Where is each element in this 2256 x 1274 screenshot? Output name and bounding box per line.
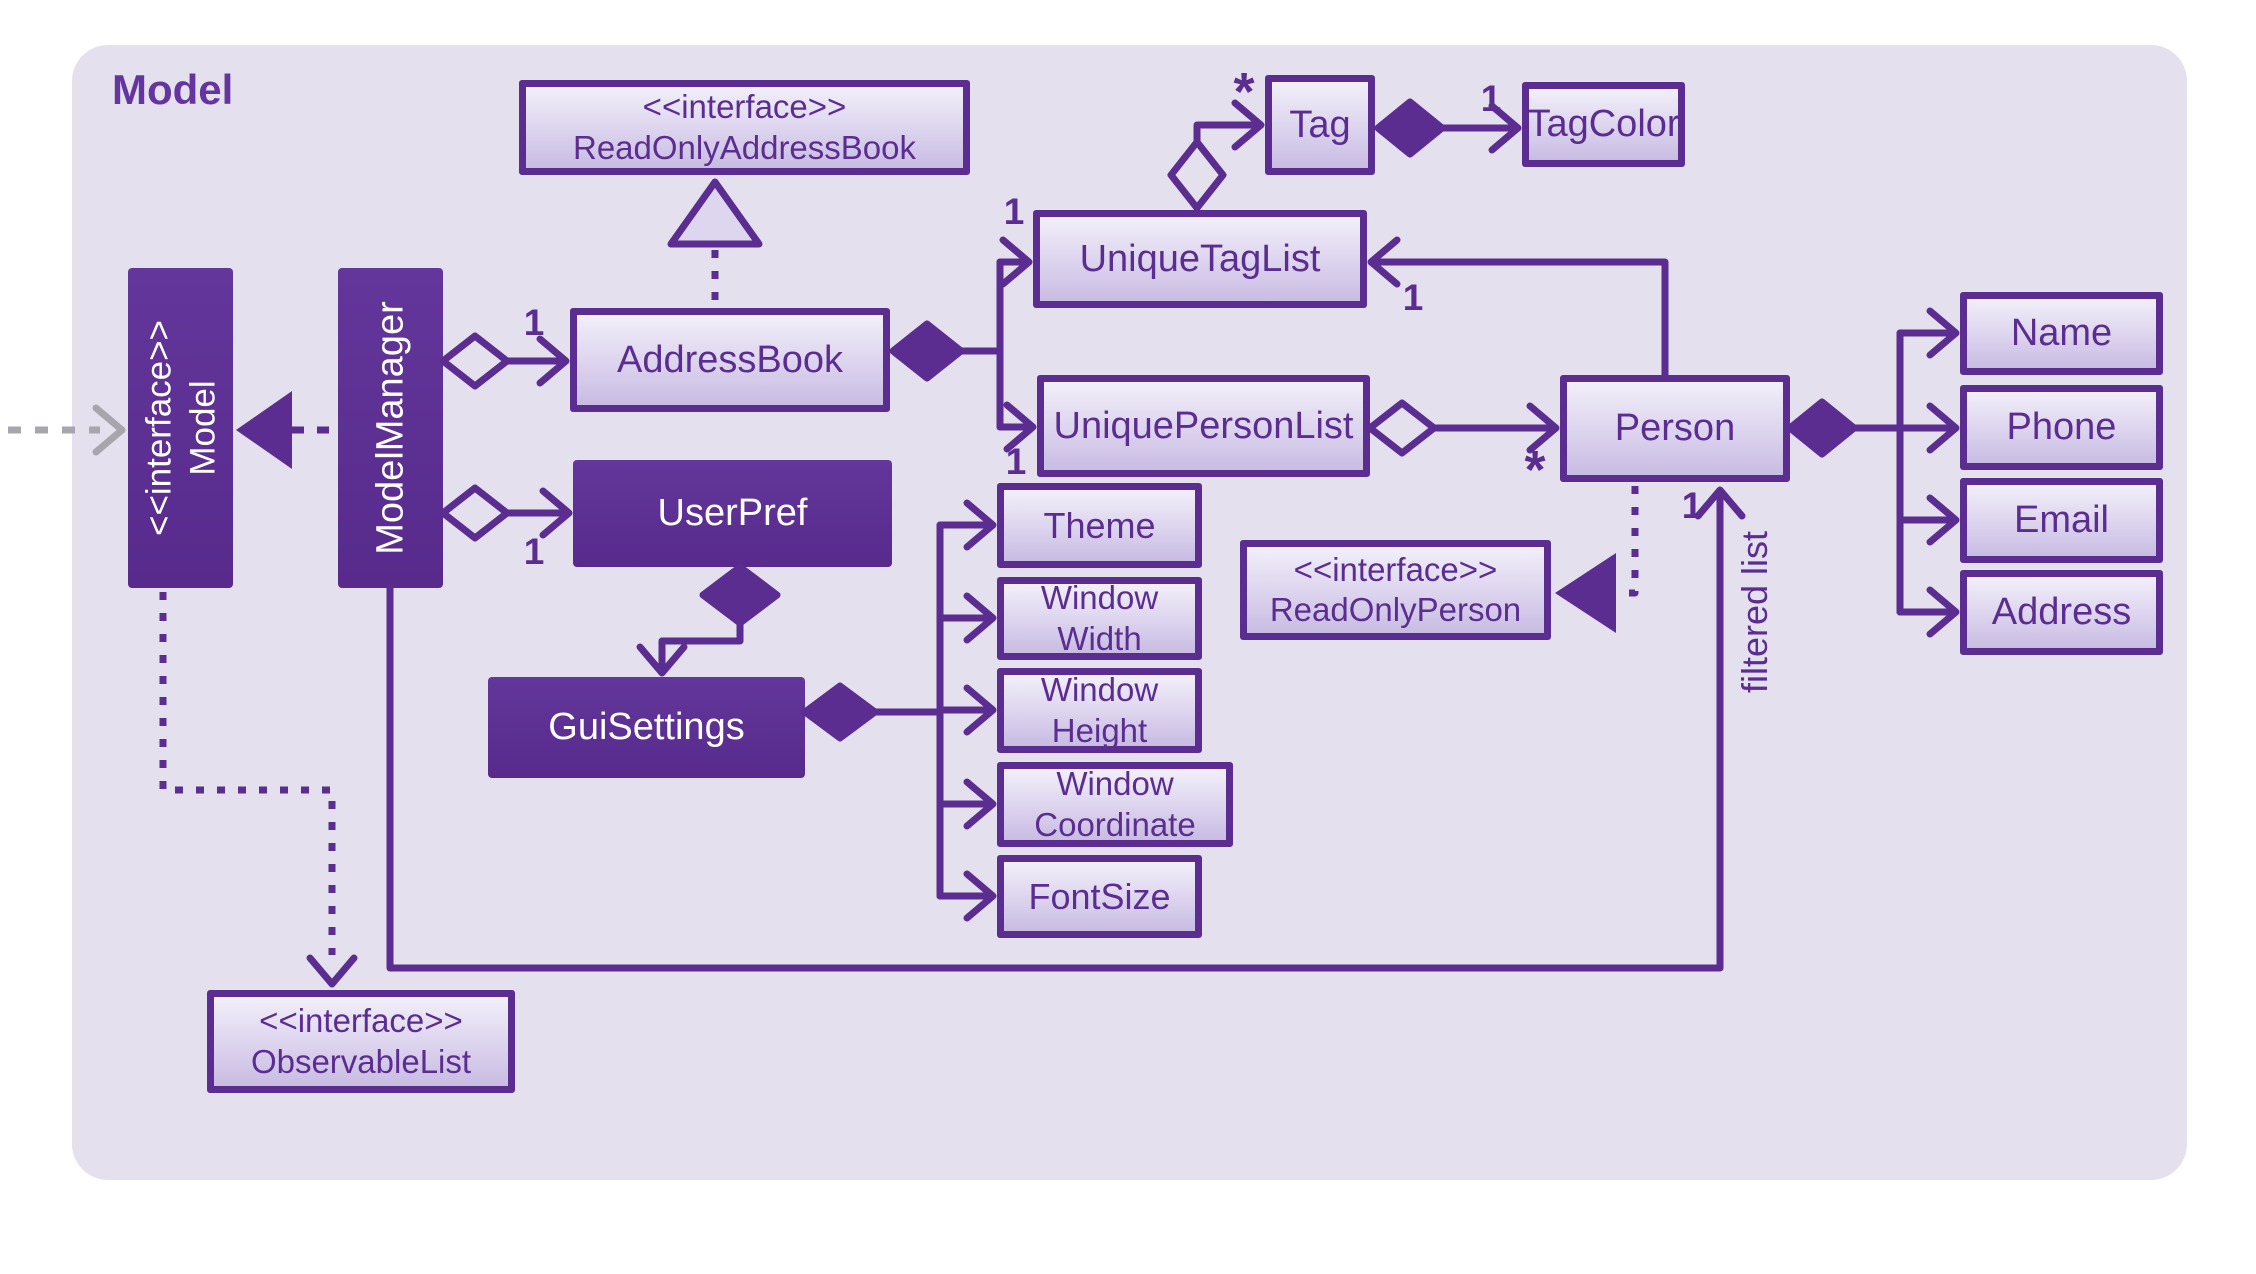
multiplicity-label: 1 <box>1681 485 1703 526</box>
class-tagcolor: TagColor <box>1522 82 1685 167</box>
class-readonlyperson: <<interface>> ReadOnlyPerson <box>1240 540 1551 640</box>
class-name: AddressBook <box>616 338 843 381</box>
multiplicity-label: * <box>1524 439 1546 500</box>
association-role-label: filtered list <box>1734 530 1775 694</box>
vertical-text: <<interface>> Model <box>137 320 225 536</box>
class-tag: Tag <box>1265 75 1375 175</box>
class-name: GuiSettings <box>548 706 745 748</box>
class-name: ObservableList <box>250 1042 472 1080</box>
class-name: Email <box>2013 499 2110 542</box>
class-windowcoordinate: Window Coordinate <box>997 762 1233 847</box>
class-userpref: UserPref <box>573 460 892 567</box>
class-name: UserPref <box>657 492 808 534</box>
multiplicity-label: 1 <box>1003 191 1025 232</box>
class-uniquepersonlist: UniquePersonList <box>1037 375 1370 477</box>
class-name-line2: Width <box>1057 619 1142 657</box>
class-phone: Phone <box>1960 385 2163 470</box>
class-name: UniqueTagList <box>1079 237 1321 280</box>
class-name: Phone <box>2006 406 2117 449</box>
class-guisettings: GuiSettings <box>488 677 805 778</box>
class-name-line1: Window <box>1056 765 1174 803</box>
class-name: Address <box>1991 591 2132 634</box>
class-name: ReadOnlyPerson <box>1269 591 1522 628</box>
class-name-line1: Window <box>1040 671 1159 709</box>
class-interface-model: <<interface>> Model <box>128 268 233 588</box>
class-name-attr: Name <box>1960 292 2163 375</box>
class-name: UniquePersonList <box>1053 404 1354 447</box>
class-name: Person <box>1614 407 1736 450</box>
class-name-line2: Height <box>1051 711 1148 749</box>
class-name: ReadOnlyAddressBook <box>572 128 917 166</box>
stereotype-label: <<interface>> <box>259 1002 463 1040</box>
class-windowwidth: Window Width <box>997 577 1202 660</box>
vertical-text: ModelManager <box>367 301 415 554</box>
stereotype-label: <<interface>> <box>1293 550 1498 588</box>
class-fontsize: FontSize <box>997 855 1202 938</box>
diagram-title: Model <box>112 66 234 113</box>
class-modelmanager: ModelManager <box>338 268 443 588</box>
multiplicity-label: 1 <box>1005 441 1027 482</box>
class-uniquetaglist: UniqueTagList <box>1033 210 1367 308</box>
multiplicity-label: * <box>1233 61 1255 122</box>
class-email: Email <box>1960 478 2163 563</box>
stereotype-label: <<interface>> <box>138 320 178 536</box>
class-addressbook: AddressBook <box>570 308 890 412</box>
class-name: TagColor <box>1527 103 1680 146</box>
class-name-line1: Window <box>1040 579 1159 617</box>
class-name: Tag <box>1289 103 1351 146</box>
class-name: Name <box>2010 312 2113 355</box>
stereotype-label: <<interface>> <box>642 88 847 126</box>
class-name: FontSize <box>1028 875 1171 917</box>
class-name-line2: Coordinate <box>1034 805 1196 843</box>
multiplicity-label: 1 <box>523 531 545 572</box>
class-person: Person <box>1560 375 1790 482</box>
multiplicity-label: 1 <box>523 302 545 343</box>
class-readonlyaddressbook: <<interface>> ReadOnlyAddressBook <box>519 80 970 175</box>
class-theme: Theme <box>997 483 1202 568</box>
class-address: Address <box>1960 570 2163 655</box>
class-windowheight: Window Height <box>997 668 1202 753</box>
class-name: Theme <box>1043 504 1156 546</box>
class-name: Model <box>182 380 222 476</box>
multiplicity-label: 1 <box>1480 78 1502 119</box>
multiplicity-label: 1 <box>1402 277 1424 318</box>
class-observablelist: <<interface>> ObservableList <box>207 990 515 1093</box>
class-name: ModelManager <box>368 301 411 555</box>
